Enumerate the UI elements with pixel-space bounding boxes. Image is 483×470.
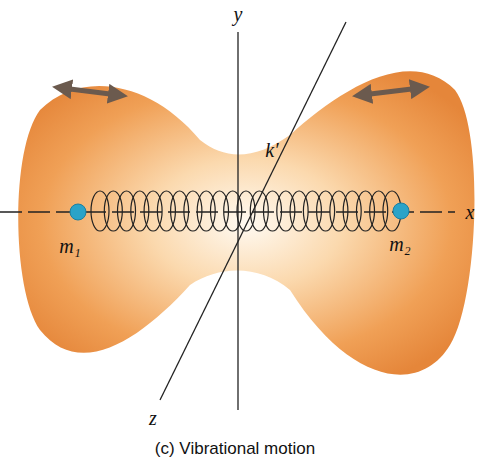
- mass-dot: [393, 203, 409, 219]
- vibration-arrow: [62, 88, 118, 95]
- mass-label: m₁: [59, 236, 80, 256]
- figure-caption: (c) Vibrational motion: [155, 440, 315, 457]
- axis-label: x: [466, 202, 475, 222]
- axis-label: y: [234, 4, 243, 24]
- axis-label: z: [149, 408, 157, 428]
- mass-dot: [70, 204, 86, 220]
- electron-cloud: [18, 71, 474, 374]
- vibration-arrow: [362, 88, 420, 95]
- mass-label: m₂: [389, 234, 410, 254]
- x-axis: [0, 211, 455, 212]
- spring-constant-label: k′: [265, 140, 278, 160]
- spring-coil: [91, 191, 401, 231]
- z-axis: [160, 22, 346, 400]
